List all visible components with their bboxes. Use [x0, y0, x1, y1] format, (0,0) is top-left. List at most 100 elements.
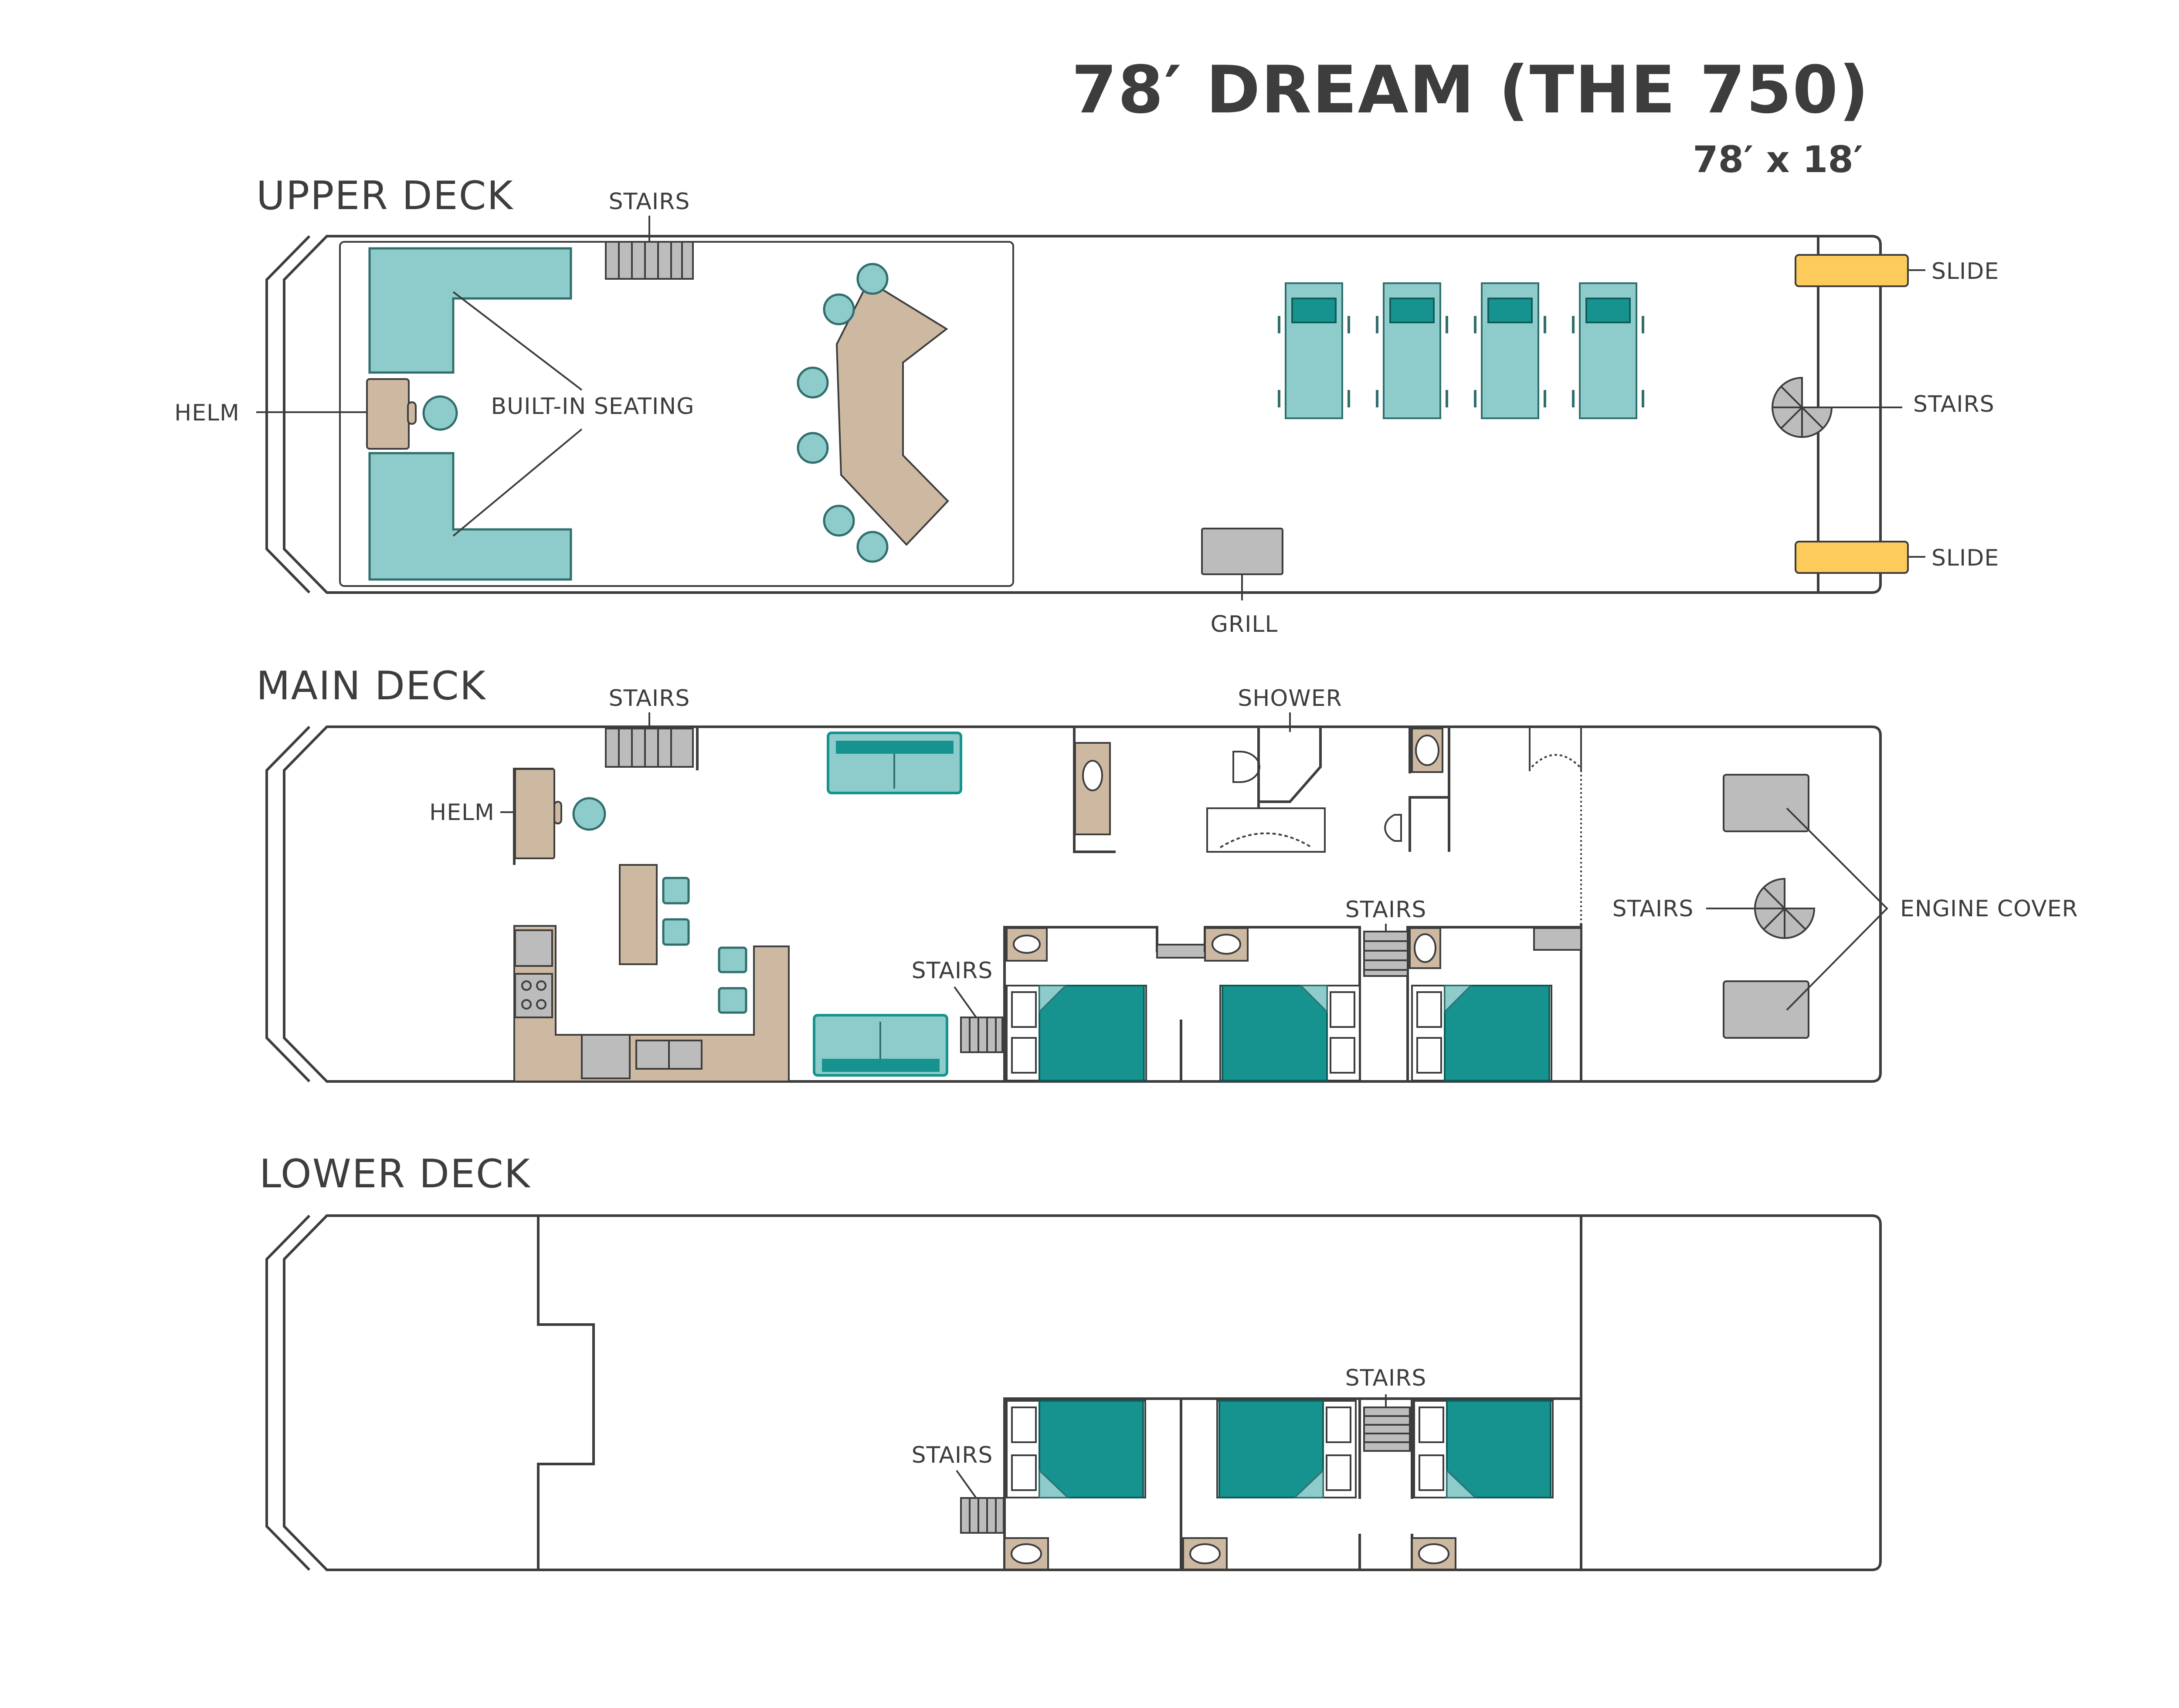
island-stool	[718, 987, 747, 1014]
bed	[1413, 1400, 1554, 1498]
label-main-stairs-top: STAIRS	[609, 685, 690, 712]
cabin-wall	[1406, 926, 1581, 1081]
lower-deck: LOWER DECK	[259, 1151, 1882, 1571]
cabin-wall	[1003, 926, 1158, 1081]
built-in-seating-top	[368, 247, 572, 374]
cabin-basin	[1212, 934, 1241, 955]
galley	[513, 925, 790, 1082]
fridge	[514, 929, 553, 967]
lower-deck-bow-outer	[265, 1214, 311, 1571]
main-helm-wheel	[553, 801, 562, 824]
label-engine-cover: ENGINE COVER	[1900, 896, 2078, 922]
built-in-seating-bottom	[368, 452, 572, 581]
upper-spiral-stairs	[1772, 376, 1833, 438]
cabin-shelf	[1156, 944, 1206, 959]
label-lower-stairs-mid: STAIRS	[1345, 1365, 1427, 1391]
toilet	[1384, 814, 1402, 842]
main-deck: MAIN DECK	[256, 663, 2078, 1083]
leader-line	[452, 291, 583, 391]
label-upper-stairs-right: STAIRS	[1913, 391, 1995, 417]
bed	[1006, 985, 1147, 1081]
lower-deck-forward-bulkhead	[537, 1216, 595, 1570]
lounge-chair	[1278, 282, 1350, 419]
engine-cover-top	[1723, 774, 1809, 832]
cabin-basin	[1414, 933, 1436, 963]
bed	[1216, 1400, 1357, 1498]
lower-deck-title: LOWER DECK	[259, 1151, 531, 1197]
leader-line	[452, 428, 583, 537]
label-lower-stairs-left: STAIRS	[912, 1442, 993, 1468]
grill	[1201, 528, 1283, 575]
bed	[1411, 985, 1552, 1081]
bar-stool	[856, 531, 889, 563]
island-stool	[662, 877, 690, 905]
closet-door	[1531, 754, 1581, 768]
cabin-basin	[1013, 935, 1041, 954]
toilet	[1232, 751, 1260, 783]
main-deck-title: MAIN DECK	[256, 663, 486, 709]
lower-stairs-left	[960, 1497, 1005, 1534]
leader-line	[956, 1470, 977, 1499]
leader-line	[954, 986, 977, 1018]
label-main-stairs-lower: STAIRS	[912, 958, 993, 984]
cabin-shelf	[1533, 927, 1582, 951]
main-stairs-cabin	[960, 1017, 1003, 1053]
bar-stool	[823, 293, 855, 325]
slide-bottom	[1795, 541, 1909, 574]
dishwasher	[581, 1034, 631, 1079]
lounge-chair	[1474, 282, 1546, 419]
label-main-stairs-mid: STAIRS	[1345, 897, 1427, 923]
vanity-door	[1219, 832, 1313, 848]
main-stairs-mid	[1363, 931, 1409, 977]
cabin-basin	[1189, 1543, 1221, 1564]
lower-stairs-mid	[1363, 1406, 1411, 1452]
helm-console	[366, 378, 410, 450]
main-spiral-stairs	[1754, 878, 1816, 939]
leader-line	[1786, 807, 1888, 1011]
vanity-basin	[1082, 760, 1103, 791]
cabin-basin	[1011, 1543, 1042, 1564]
island-stool	[662, 918, 690, 946]
bed	[1219, 985, 1361, 1081]
lounge-chair	[1376, 282, 1448, 419]
label-slide-bottom: SLIDE	[1931, 545, 1999, 571]
main-stairs-top	[605, 727, 699, 770]
main-helm-console	[514, 768, 555, 859]
main-deck-bow-outer	[265, 725, 311, 1083]
plan-dimensions: 78′ x 18′	[1693, 138, 1863, 181]
slide-top	[1795, 254, 1909, 287]
helm-wheel	[407, 401, 417, 425]
label-shower: SHOWER	[1238, 685, 1342, 712]
upper-deck-hull	[283, 235, 1882, 594]
label-grill: GRILL	[1211, 611, 1278, 637]
main-deck-hull	[283, 725, 1882, 1083]
island-stool	[718, 946, 747, 973]
bar-stool	[856, 263, 889, 295]
shower-enclosure	[1257, 727, 1322, 803]
kitchen-island	[619, 864, 658, 965]
label-slide-top: SLIDE	[1931, 258, 1999, 285]
bar-stool	[797, 366, 829, 399]
vanity-basin	[1415, 735, 1439, 766]
engine-cover-bottom	[1723, 980, 1809, 1039]
helm-chair	[422, 395, 458, 431]
upper-deck: UPPER DECK	[174, 173, 1999, 637]
lounge-chair	[1572, 282, 1644, 419]
label-main-helm: HELM	[429, 800, 495, 826]
upper-stairs-top	[605, 241, 694, 280]
upper-deck-title: UPPER DECK	[256, 173, 513, 219]
upper-deck-bow-outer	[265, 235, 311, 594]
bar-stool	[823, 505, 855, 537]
sofa	[813, 1014, 948, 1077]
cabin-basin	[1418, 1543, 1449, 1564]
lower-deck-hull	[283, 1214, 1882, 1571]
plan-title: 78′ DREAM (THE 750)	[1072, 52, 1870, 128]
bar-counter	[835, 280, 949, 546]
sofa	[827, 732, 962, 794]
bathroom-wall	[1409, 796, 1450, 852]
main-helm-chair	[572, 797, 606, 831]
bed	[1006, 1400, 1146, 1498]
stove	[514, 973, 553, 1018]
label-built-in-seating: BUILT-IN SEATING	[491, 393, 694, 420]
